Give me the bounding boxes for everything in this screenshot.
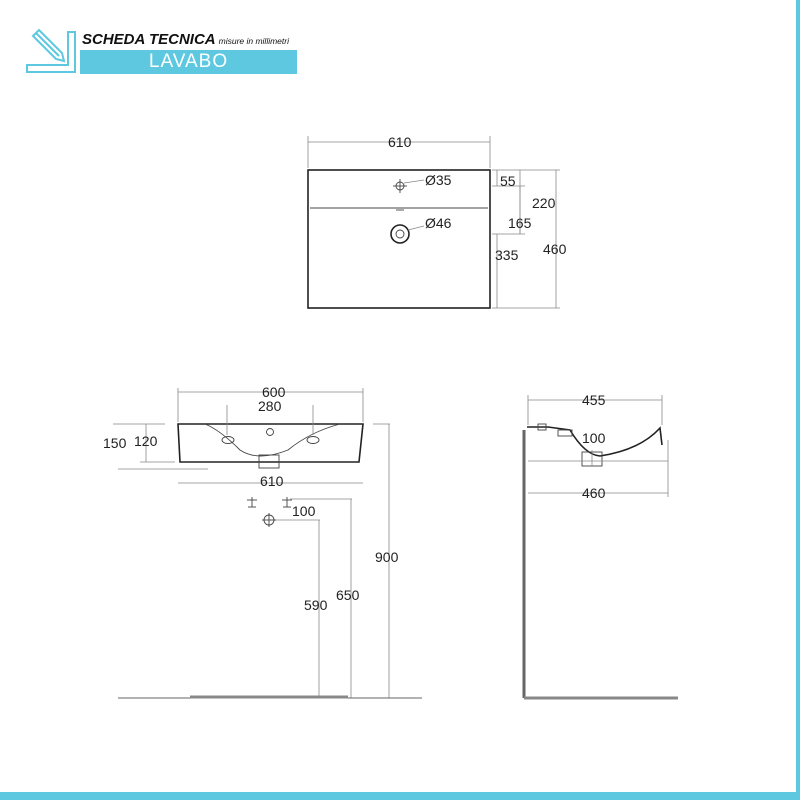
dim-height-120: 120 [134,433,158,449]
dim-165: 165 [508,215,532,231]
supply-valves [247,497,292,527]
front-view: 600 280 150 120 610 100 590 650 900 [103,384,422,699]
label-drain-diameter: Ø46 [425,215,452,231]
dim-width-610: 610 [260,473,284,489]
dim-depth-455: 455 [582,392,606,408]
dim-width-600: 600 [262,384,286,400]
dim-drain-100: 100 [582,430,606,446]
frame-right-border [796,0,800,800]
dim-220: 220 [532,195,556,211]
dim-width-610: 610 [388,134,412,150]
basin-profile [527,426,663,457]
dim-supply-650: 650 [336,587,360,603]
basin-outline-front [177,423,364,463]
dim-460: 460 [543,241,567,257]
dim-supply-100: 100 [292,503,316,519]
dim-depth-460: 460 [582,485,606,501]
product-label: LAVABO [80,50,297,74]
pencil-ruler-icon [26,28,76,73]
dim-height-150: 150 [103,435,127,451]
dim-mount-900: 900 [375,549,399,565]
label-tap-diameter: Ø35 [425,172,452,188]
dim-55: 55 [500,173,516,189]
dim-tap-spacing-280: 280 [258,398,282,414]
frame-bottom-border [0,792,800,800]
drain-hole [390,224,410,244]
top-view: 610 Ø35 Ø46 55 220 165 335 460 [307,134,567,309]
side-view: 455 100 460 [522,392,678,700]
basin-outline-top [307,169,491,309]
header-subtitle: misure in millimetri [218,36,289,46]
dim-335: 335 [495,247,519,263]
dim-drain-590: 590 [304,597,328,613]
